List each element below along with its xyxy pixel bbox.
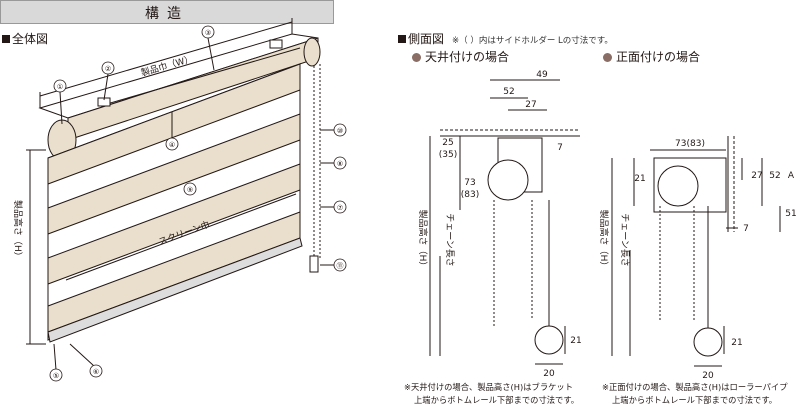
- bottom-rail: [47, 237, 303, 343]
- end-cap-right: [303, 37, 321, 67]
- ceiling-product-height-label: 製品高さ（H）: [417, 210, 429, 271]
- front-bottom-rail: [693, 327, 723, 357]
- section-header: 構造: [0, 0, 334, 24]
- dim-35: (35): [439, 150, 457, 160]
- dim-51-front: 51: [785, 209, 796, 219]
- ceiling-footnote: ※天井付けの場合、製品高さ(H)はブラケット 上端からボトムレール下部までの寸法…: [404, 382, 580, 405]
- ceiling-chain-length-label: チェーン長さ: [444, 213, 455, 267]
- callout-1: ①: [57, 83, 63, 91]
- screen-band-2: [47, 113, 301, 235]
- callout-4: ④: [169, 141, 175, 149]
- overview-title: 全体図: [2, 30, 48, 47]
- screen-band-1: [47, 63, 301, 185]
- dim-73-83-front: 73(83): [675, 139, 705, 149]
- callout-8: ⑧: [337, 160, 343, 168]
- dim-83: (83): [461, 190, 479, 200]
- callout-5: ⑤: [53, 372, 59, 380]
- front-footnote: ※正面付けの場合、製品高さ(H)はローラーパイプ 上端からボトムレール下部までの…: [602, 382, 788, 405]
- callout-9: ⑨: [187, 186, 193, 194]
- front-chain-length-label: チェーン長さ: [619, 213, 630, 267]
- chain-weight: [309, 255, 319, 273]
- front-product-height-label: 製品高さ（H）: [598, 210, 610, 271]
- callout-2: ②: [105, 65, 111, 73]
- ceiling-roller: [487, 159, 529, 201]
- dim-49: 49: [536, 70, 548, 80]
- dim-52: 52: [503, 87, 514, 97]
- dim-21-front-top: 21: [634, 174, 645, 184]
- dim-20-front: 20: [702, 371, 714, 381]
- dim-27: 27: [525, 100, 536, 110]
- ceiling-mount-title: 天井付けの場合: [412, 48, 509, 65]
- dim-52-front: 52: [769, 171, 780, 181]
- dim-a-front: A: [788, 171, 795, 181]
- dim-7-ceiling: 7: [557, 143, 563, 153]
- side-note: ※（ ）内はサイドホルダー Lの寸法です。: [452, 36, 613, 46]
- dim-20-ceiling: 20: [543, 369, 555, 379]
- dim-21-ceiling: 21: [570, 336, 581, 346]
- front-mount-title: 正面付けの場合: [603, 48, 700, 65]
- section-title: 構造: [145, 6, 189, 22]
- side-view-title: 側面図※（ ）内はサイドホルダー Lの寸法です。: [398, 30, 613, 47]
- callout-3: ③: [205, 29, 211, 37]
- dim-25: 25: [442, 138, 453, 148]
- bracket-right: [269, 39, 283, 49]
- label-product-height: 製品高さ（H）: [12, 200, 24, 261]
- callout-10: ⑩: [337, 127, 343, 135]
- front-roller: [657, 165, 699, 207]
- dim-27-front: 27: [751, 171, 762, 181]
- dim-7-front: 7: [743, 224, 749, 234]
- screen-band-3: [47, 163, 301, 285]
- callout-11: ⑪: [337, 262, 344, 270]
- dim-73: 73: [464, 178, 475, 188]
- callout-7: ⑦: [337, 204, 343, 212]
- callout-6: ⑥: [93, 368, 99, 376]
- ceiling-bottom-rail: [534, 325, 564, 355]
- dim-21-front-bottom: 21: [731, 338, 742, 348]
